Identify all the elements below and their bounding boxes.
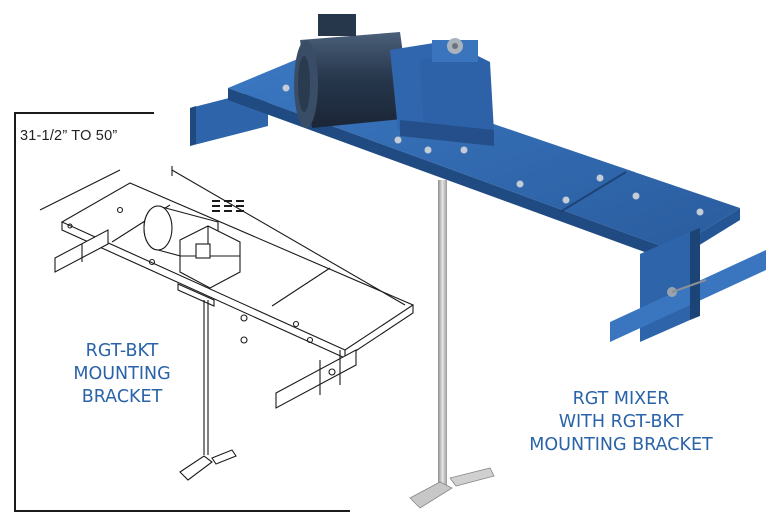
left-caption-line-3: BRACKET bbox=[81, 387, 163, 407]
dimension-label: 31-1/2” TO 50” bbox=[20, 128, 118, 144]
frame-bottom-line bbox=[14, 510, 350, 512]
right-caption-line-2: WITH RGT-BKT bbox=[558, 412, 684, 432]
right-caption: RGT MIXER WITH RGT-BKT MOUNTING BRACKET bbox=[526, 388, 716, 457]
frame-left-line bbox=[14, 112, 16, 512]
right-caption-line-1: RGT MIXER bbox=[572, 389, 670, 409]
frame-top-line bbox=[14, 112, 154, 114]
right-caption-line-3: MOUNTING BRACKET bbox=[529, 435, 713, 455]
left-caption-line-1: RGT-BKT bbox=[85, 341, 159, 361]
left-caption: RGT-BKT MOUNTING BRACKET bbox=[52, 340, 192, 409]
left-caption-line-2: MOUNTING bbox=[73, 364, 171, 384]
